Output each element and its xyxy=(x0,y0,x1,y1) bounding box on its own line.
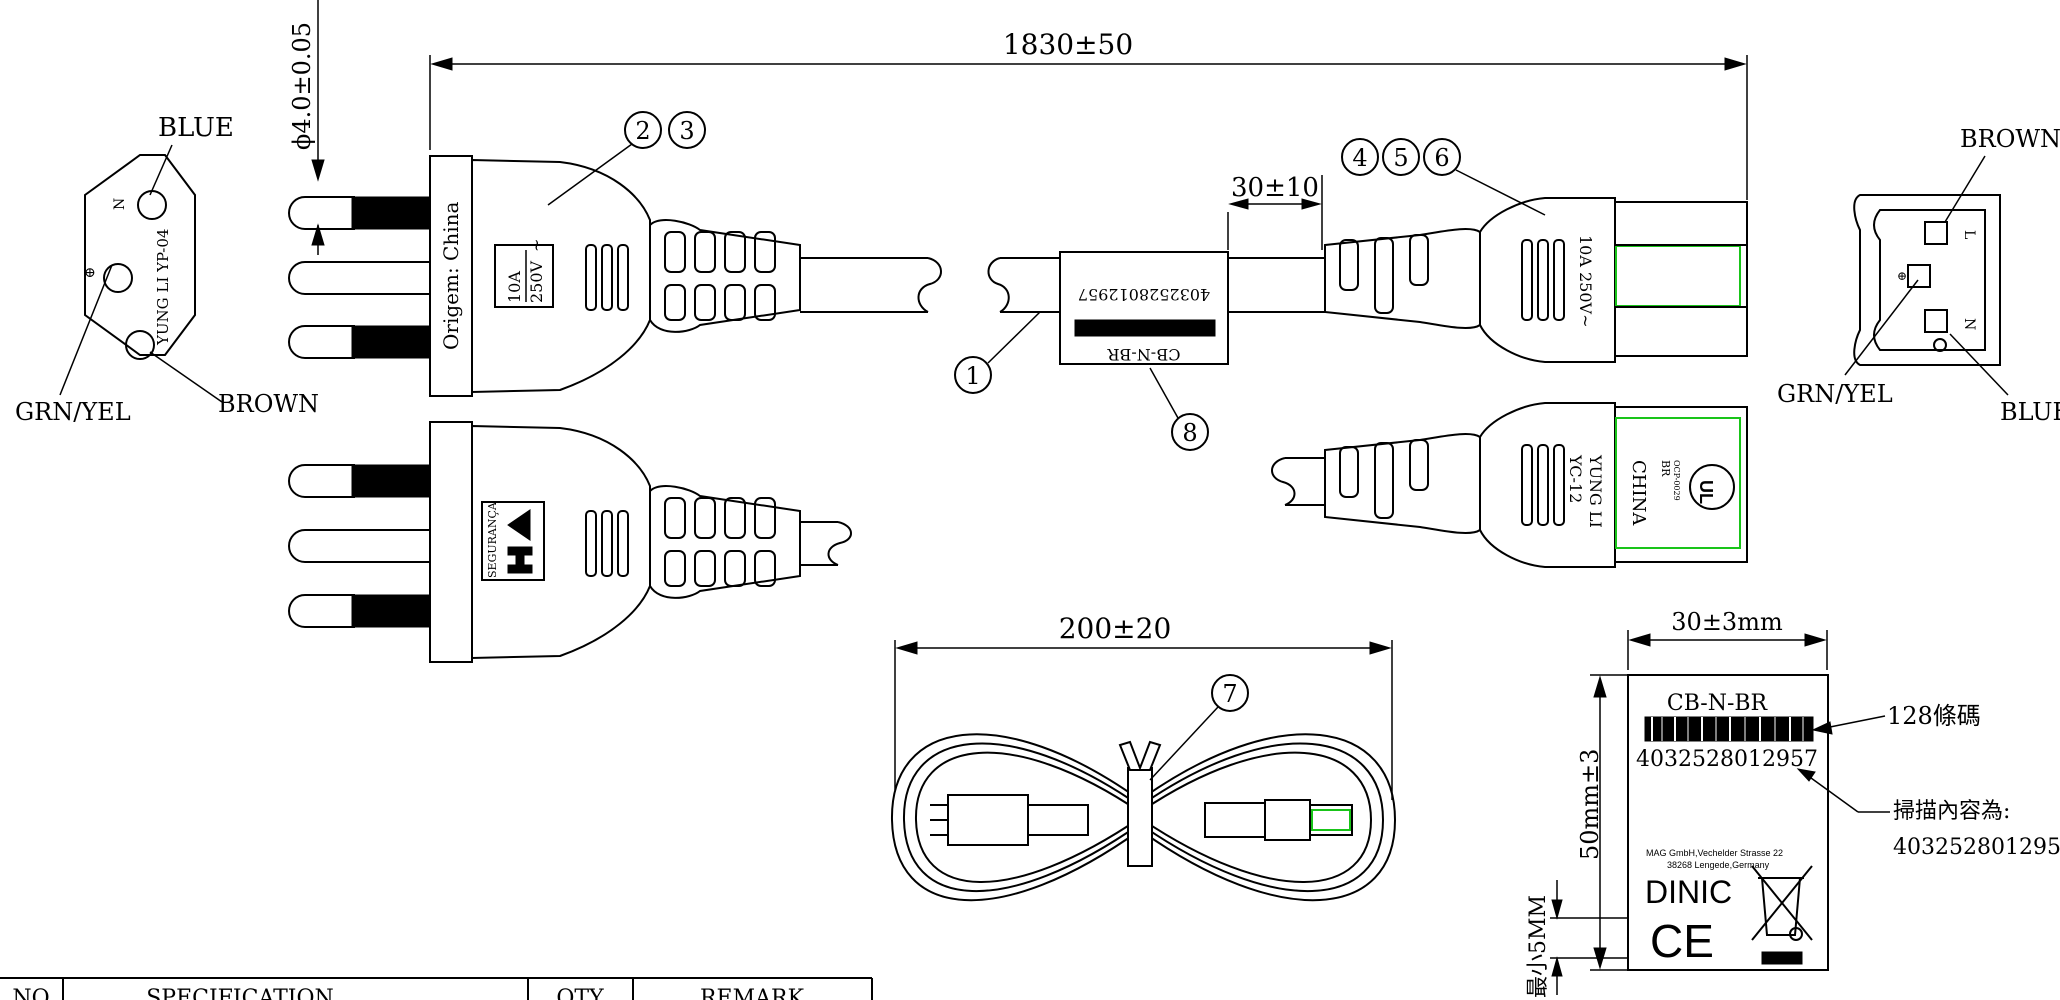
label-brand-text: DINIC xyxy=(1645,874,1732,910)
neutral-pin xyxy=(137,190,167,220)
plug-model-text: YUNG LI YP-04 xyxy=(154,229,172,346)
scan-callout-text: 掃描內容為: xyxy=(1893,799,2010,824)
table-header-remark: REMARK xyxy=(700,986,805,1000)
receptacle-face-view: ⊕ L N BROWN GRN/YEL BLUE xyxy=(1777,125,2060,426)
label-offset-text: 30±10 xyxy=(1231,173,1319,203)
rating-volt-text: 250V xyxy=(527,260,546,303)
balloon-1: 1 xyxy=(965,362,980,390)
balloon-2: 2 xyxy=(635,117,650,145)
cable-barcode-number: 4032528012957 xyxy=(1078,285,1210,304)
balloon-7: 7 xyxy=(1222,680,1237,708)
label-model-text: CB-N-BR xyxy=(1667,691,1769,716)
receptacle-right-label: BLUE xyxy=(2000,398,2060,426)
table-header-no: NO xyxy=(12,986,49,1000)
ul-mark-icon xyxy=(1689,464,1735,510)
pin-diameter-text: ϕ4.0±0.05 xyxy=(288,22,316,150)
receptacle-left-label: GRN/YEL xyxy=(1777,380,1893,408)
min-margin-text: 最小5MM xyxy=(1526,895,1551,998)
table-header-qty: QTY xyxy=(556,986,604,1000)
plug-face-right-label: BROWN xyxy=(218,390,319,418)
certification-seal-icon xyxy=(481,501,545,581)
plug-face-view: N ⊕ YUNG LI YP-04 BLUE GRN/YEL BROWN xyxy=(15,113,319,426)
rating-ac-symbol: ~ xyxy=(527,239,546,252)
balloon-3: 3 xyxy=(679,117,694,145)
cable-model-text: CB-N-BR xyxy=(1107,345,1181,364)
earth-symbol-icon: ⊕ xyxy=(84,265,96,281)
spec-table: NO SPECIFICATION QTY REMARK xyxy=(0,977,873,1000)
ce-mark-icon: CE xyxy=(1650,915,1714,967)
overall-length-text: 1830±50 xyxy=(1003,28,1133,61)
bundle-length-text: 200±20 xyxy=(1059,612,1172,645)
label-height-text: 50mm±3 xyxy=(1576,749,1604,860)
barcode-callout-text: 128條碼 xyxy=(1887,702,1981,730)
connector-model-text: YC-12 xyxy=(1566,454,1585,503)
seal-text: SEGURANÇA xyxy=(486,501,499,578)
balloon-5: 5 xyxy=(1393,144,1408,172)
balloon-4: 4 xyxy=(1352,144,1367,172)
live-pin xyxy=(125,330,155,360)
connector-code-text: OCP-0029 xyxy=(1672,460,1681,501)
connector-top: 10A 250V~ 4 5 6 xyxy=(1324,138,1748,363)
origin-text: Origem: China xyxy=(439,201,463,350)
receptacle-earth-icon: ⊕ xyxy=(1897,269,1907,283)
table-header-specification: SPECIFICATION xyxy=(146,986,334,1000)
connector-country-text: CHINA xyxy=(1628,460,1649,526)
pin-diameter-dimension: ϕ4.0±0.05 xyxy=(288,0,325,255)
plug-face-left-label: GRN/YEL xyxy=(15,398,131,426)
label-width-text: 30±3mm xyxy=(1671,608,1783,636)
label-barcode-number: 4032528012957 xyxy=(1636,747,1818,772)
connector-mark-text: BR xyxy=(1659,460,1672,477)
receptacle-pin-l: L xyxy=(1961,230,1977,239)
rating-amp-text: 10A xyxy=(505,271,524,303)
balloon-8: 8 xyxy=(1182,419,1197,447)
plug-side-bottom: SEGURANÇA xyxy=(288,421,852,663)
plug-side-top: 10A 250V ~ Origem: China 2 3 xyxy=(288,111,942,397)
cable-label-view: 4032528012957 CB-N-BR 30±10 1 8 xyxy=(954,173,1325,451)
label-company-text: MAG GmbH,Vechelder Strasse 22 xyxy=(1646,848,1783,858)
label-detail-view: 30±3mm 50mm±3 最小5MM CB-N-BR 403252801295… xyxy=(1526,608,2060,998)
receptacle-pin-n: N xyxy=(1961,318,1977,330)
receptacle-top-label: BROWN xyxy=(1960,125,2060,153)
label-address-text: 38268 Lengede,Germany xyxy=(1667,860,1770,870)
balloon-6: 6 xyxy=(1434,144,1449,172)
ul-mark-text: UL xyxy=(1696,480,1716,504)
connector-bottom: YUNG LI YC-12 CHINA BR OCP-0029 UL xyxy=(1271,402,1748,568)
connector-brand-text: YUNG LI xyxy=(1586,454,1605,528)
connector-rating-text: 10A 250V~ xyxy=(1576,235,1595,328)
plug-face-top-label: BLUE xyxy=(158,113,234,143)
earth-pin xyxy=(103,263,133,293)
scan-value-text: 4032528012957 xyxy=(1893,835,2060,860)
weee-bin-icon xyxy=(1751,865,1813,965)
overall-length-dimension: 1830±50 xyxy=(429,28,1748,200)
coiled-cable-view: 200±20 7 xyxy=(890,612,1397,901)
pin-n-label: N xyxy=(112,198,128,210)
